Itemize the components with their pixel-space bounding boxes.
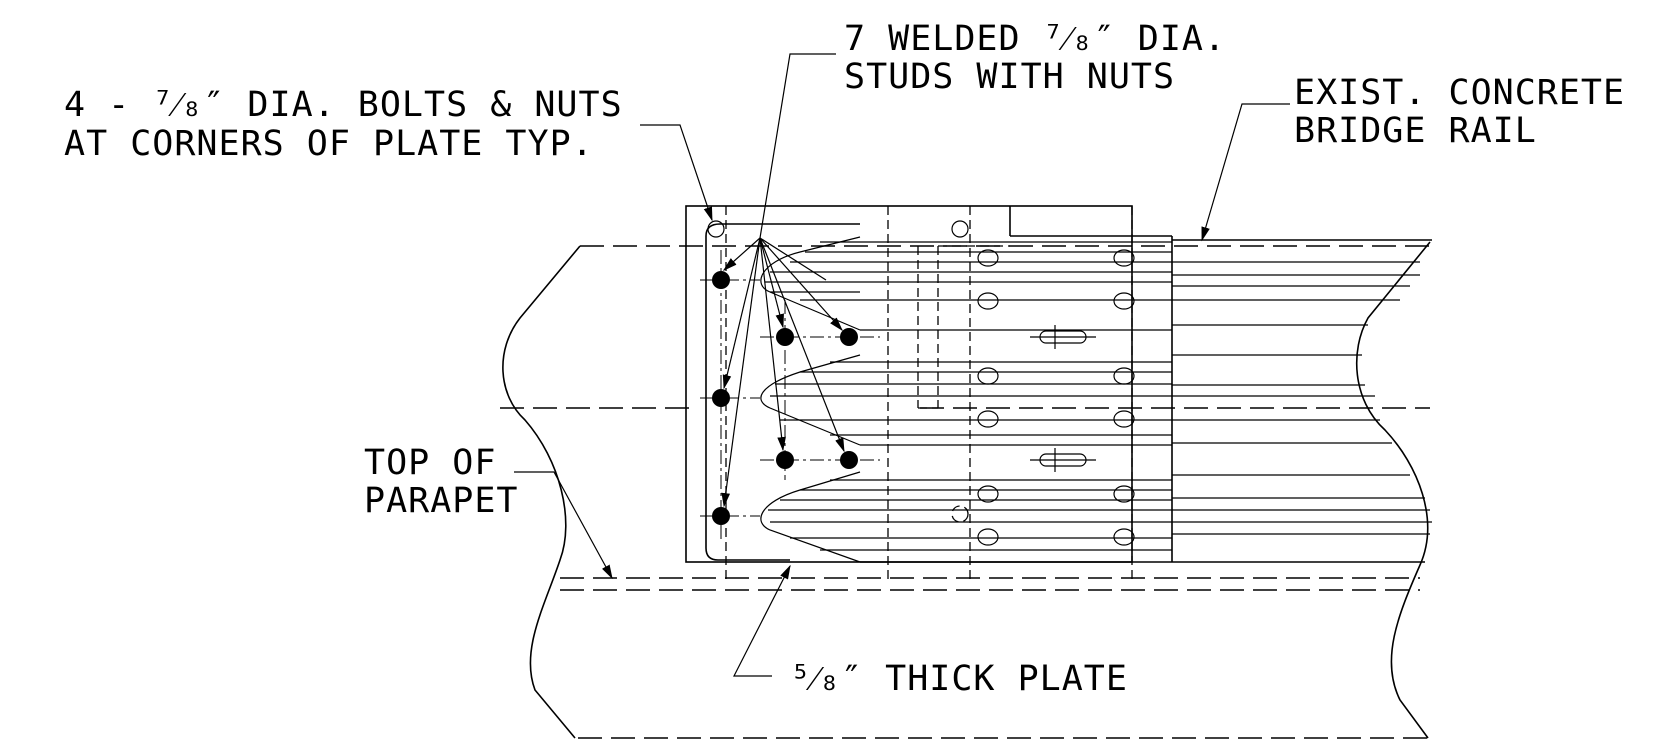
bolts-label-line2: AT CORNERS OF PLATE TYP.: [64, 124, 594, 164]
parapet-label-line1: TOP OF: [364, 443, 496, 483]
rail-label-line2: BRIDGE RAIL: [1294, 111, 1537, 151]
thrie-beam-rail: [1010, 235, 1432, 563]
parapet-label-line2: PARAPET: [364, 481, 519, 521]
rail-label-line1: EXIST. CONCRETE: [1294, 73, 1625, 113]
terminal-connector: [760, 236, 1172, 563]
bridge-rail-outline: [500, 241, 1432, 739]
welded-studs: [712, 271, 858, 525]
studs-label-line1: 7 WELDED ⁷⁄₈″ DIA.: [844, 19, 1226, 59]
leader-lines: [514, 53, 1290, 677]
bolt-holes: [707, 220, 1135, 546]
studs-label-line2: STUDS WITH NUTS: [844, 57, 1175, 97]
bolts-label-line1: 4 - ⁷⁄₈″ DIA. BOLTS & NUTS: [64, 85, 623, 125]
plate-label: ⁵⁄₈″ THICK PLATE: [790, 659, 1128, 699]
